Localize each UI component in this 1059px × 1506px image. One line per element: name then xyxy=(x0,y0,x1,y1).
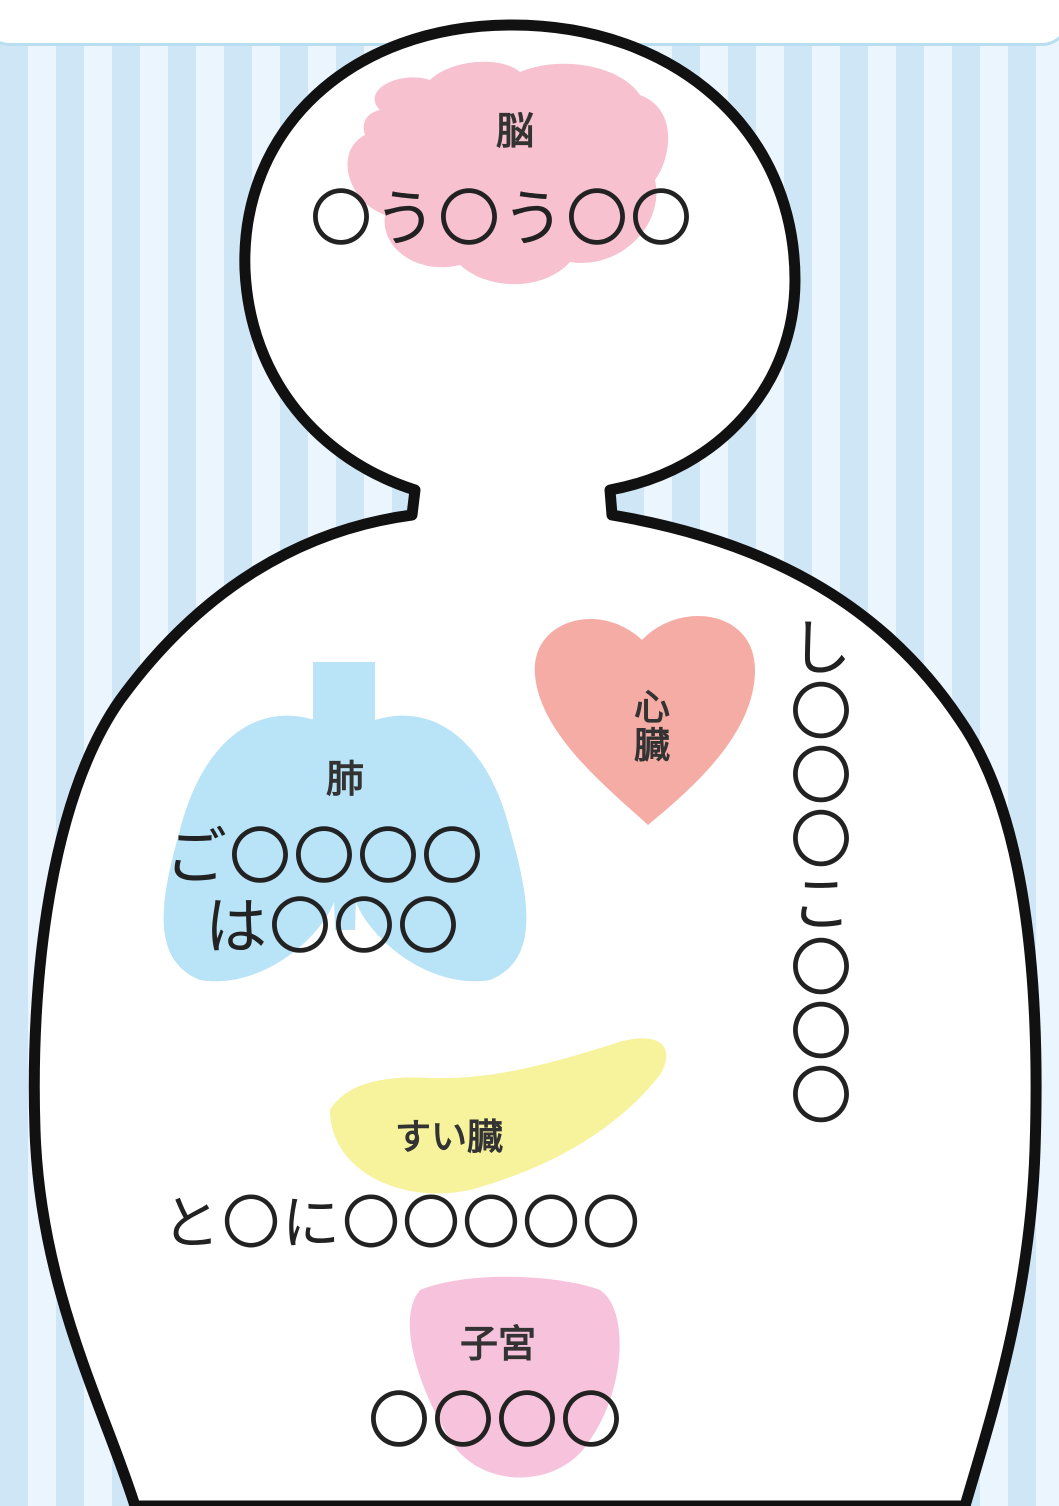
lungs-label: 肺 xyxy=(325,757,364,801)
pancreas-answer-blank: と〇に〇〇〇〇〇 xyxy=(162,1189,643,1257)
pancreas-label: すい臓 xyxy=(395,1117,504,1158)
brain-label: 脳 xyxy=(495,109,534,153)
heart-label: 心臓 xyxy=(628,688,669,764)
pancreas-shape xyxy=(330,1038,667,1194)
heart-answer-blank: し〇〇〇こ〇〇〇 xyxy=(779,615,852,1127)
brain-shape xyxy=(347,61,669,285)
lungs-answer-blank-line2: は〇〇〇 xyxy=(205,890,462,963)
lungs-answer-blank-line1: ご〇〇〇〇 xyxy=(165,820,486,893)
uterus-shape xyxy=(409,1276,620,1478)
uterus-label: 子宮 xyxy=(460,1322,537,1366)
body-silhouette xyxy=(28,19,1042,1506)
uterus-answer-blank: 〇〇〇〇 xyxy=(368,1384,625,1457)
lungs-shape xyxy=(163,662,527,982)
heart-shape xyxy=(534,616,755,825)
brain-answer-blank: 〇う〇う〇〇 xyxy=(310,182,695,255)
